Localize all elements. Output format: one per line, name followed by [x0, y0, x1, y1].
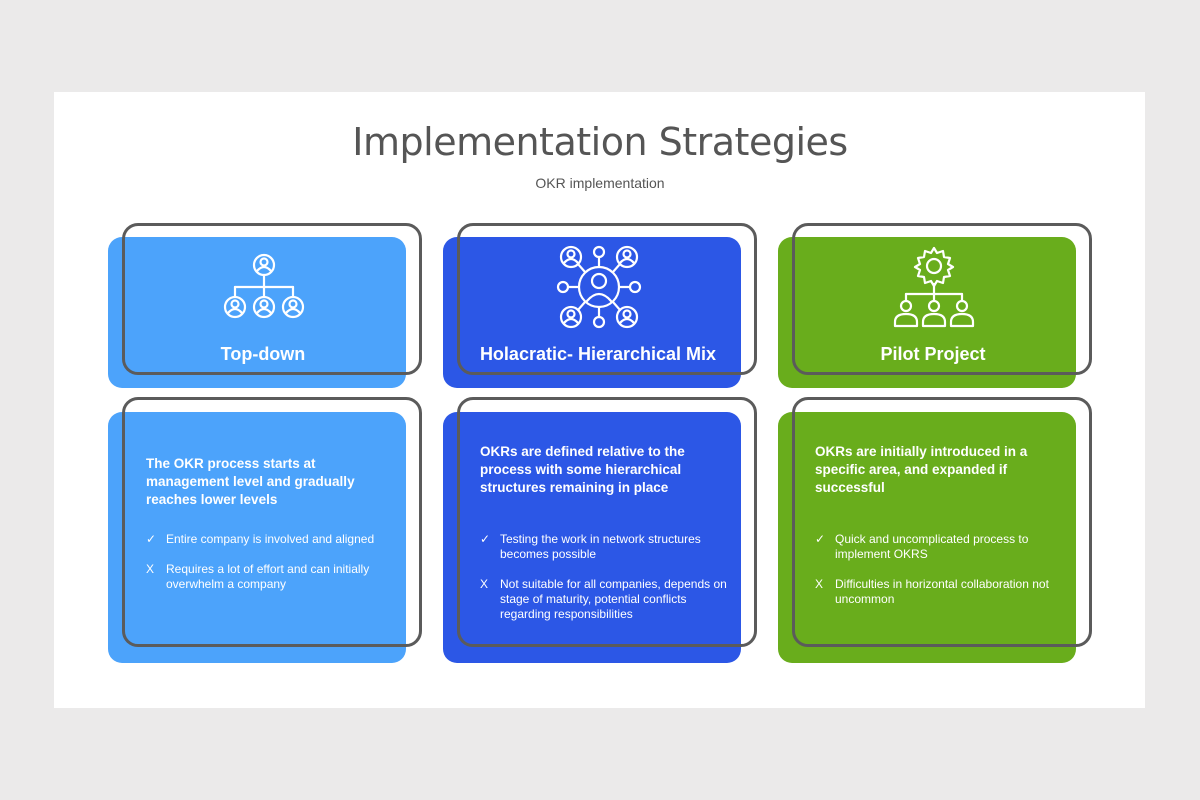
hierarchy-org-chart-icon [223, 253, 305, 319]
holacratic-bullet-list: ✓Testing the work in network structures … [480, 532, 730, 637]
check-icon: ✓ [480, 532, 491, 546]
holacratic-title: Holacratic- Hierarchical Mix [479, 344, 717, 364]
cross-icon: X [815, 577, 824, 591]
top-down-title: Top-down [220, 344, 306, 364]
top-down-bullet-list: ✓Entire company is involved and aligned … [146, 532, 394, 607]
page-title: Implementation Strategies [352, 120, 848, 164]
list-item: ✓Quick and uncomplicated process to impl… [815, 532, 1029, 561]
cross-icon: X [480, 577, 489, 591]
list-item: ✓Testing the work in network structures … [480, 532, 701, 561]
pilot-description: OKRs are initially introduced in a speci… [815, 444, 1028, 495]
check-icon: ✓ [146, 532, 157, 546]
gear-team-icon [893, 246, 975, 328]
list-item: ✓Entire company is involved and aligned [146, 532, 375, 546]
top-down-description: The OKR process starts at management lev… [146, 456, 355, 507]
holacratic-description: OKRs are defined relative to the process… [480, 444, 685, 495]
holacratic-header-box [443, 237, 741, 388]
pilot-body-box [778, 412, 1076, 663]
top-down-body-box [108, 412, 406, 663]
check-icon: ✓ [815, 532, 826, 546]
page-subtitle: OKR implementation [535, 175, 665, 191]
network-people-icon [556, 245, 642, 329]
pilot-bullet-list: ✓Quick and uncomplicated process to impl… [815, 532, 1055, 622]
pilot-title: Pilot Project [880, 344, 986, 364]
holacratic-body-box [443, 412, 741, 663]
cross-icon: X [146, 562, 155, 576]
